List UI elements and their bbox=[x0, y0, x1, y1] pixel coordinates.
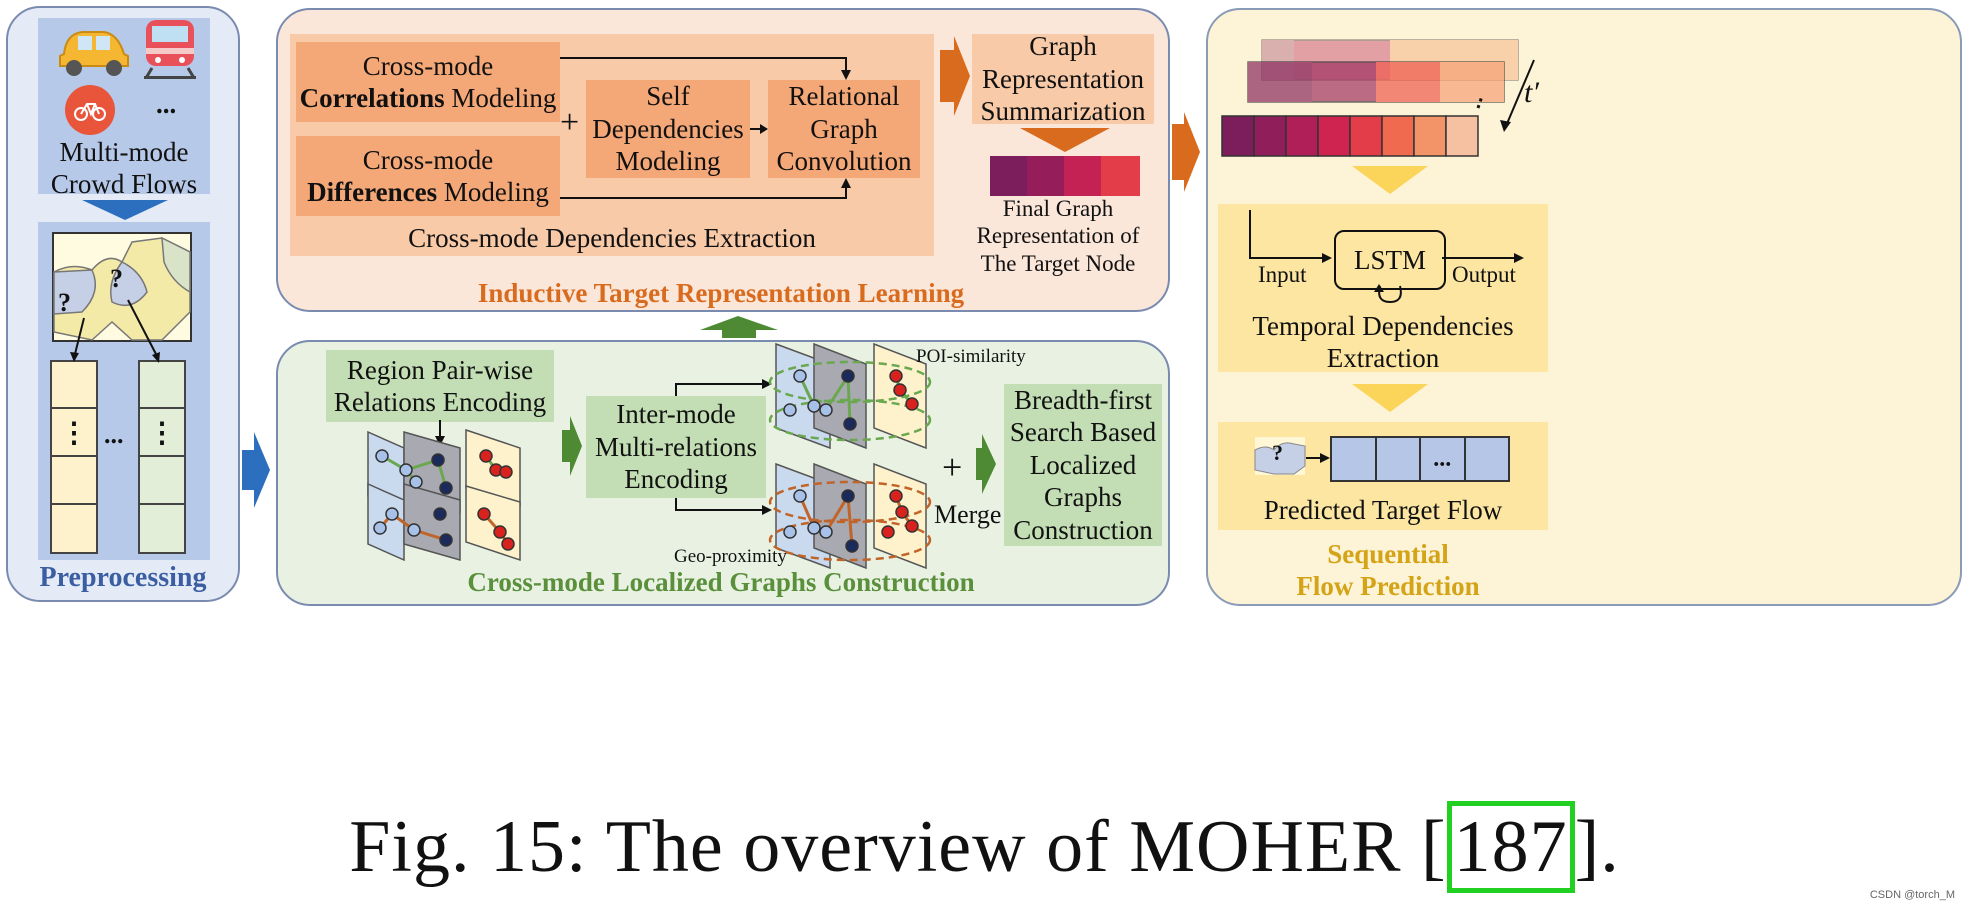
correlations-line1: Cross-mode bbox=[362, 50, 494, 81]
mini-map-icon bbox=[1254, 437, 1306, 475]
column-grid-lines bbox=[50, 299, 184, 505]
down-arrow-icon bbox=[82, 200, 168, 220]
differences-line1: Cross-mode bbox=[362, 144, 494, 175]
flow-cell bbox=[1332, 438, 1377, 480]
merge-plus: + bbox=[942, 447, 963, 487]
correlations-line2: Correlations Modeling bbox=[300, 82, 557, 114]
column-dots-green: ⋮ bbox=[148, 418, 176, 449]
merge-label: Merge bbox=[934, 500, 1002, 529]
correlations-bold: Correlations bbox=[299, 83, 445, 113]
bike-icon bbox=[65, 85, 115, 135]
poi-similarity-label: POI-similarity bbox=[916, 346, 1026, 367]
localized-title: Cross-mode Localized Graphs Construction bbox=[467, 566, 975, 597]
column-dots-yellow: ⋮ bbox=[60, 418, 88, 449]
differences-modeling-box: Cross-mode Differences Modeling bbox=[296, 136, 560, 216]
temporal-label: Temporal Dependencies Extraction bbox=[1252, 310, 1514, 373]
lstm-box: LSTM bbox=[1334, 230, 1446, 290]
map-qmark-1: ? bbox=[110, 264, 123, 293]
relational-graph-box: Relational Graph Convolution bbox=[768, 80, 920, 178]
self-dependencies-box: Self Dependencies Modeling bbox=[586, 80, 750, 178]
flows-dots: ... bbox=[156, 89, 177, 119]
output-label: Output bbox=[1452, 262, 1516, 287]
differences-modeling: Modeling bbox=[443, 177, 549, 207]
car-icon bbox=[59, 31, 129, 76]
correlations-modeling: Modeling bbox=[451, 83, 557, 113]
predicted-flow-cells: ... bbox=[1330, 436, 1510, 482]
caption-text-end: ]. bbox=[1574, 806, 1620, 888]
extraction-label: Cross-mode Dependencies Extraction bbox=[408, 222, 816, 253]
sequential-title-line2: Flow Prediction bbox=[1296, 570, 1480, 601]
figure-caption: Fig. 15: The overview of MOHER [187]. bbox=[0, 801, 1969, 893]
predicted-flow-label: Predicted Target Flow bbox=[1263, 494, 1503, 525]
caption-ref-link[interactable]: 187 bbox=[1446, 801, 1575, 893]
summarization-box: Graph Representation Summarization bbox=[972, 31, 1154, 126]
flow-cell bbox=[1466, 438, 1509, 480]
city-map-icon bbox=[52, 232, 192, 342]
sequential-title-line1: Sequential bbox=[1327, 538, 1449, 569]
train-icon bbox=[144, 20, 196, 79]
bfs-box: Breadth-first Search Based Localized Gra… bbox=[1004, 384, 1162, 546]
pairwise-encoding-box: Region Pair-wise Relations Encoding bbox=[326, 350, 554, 422]
final-representation-label: Final Graph Representation of The Target… bbox=[976, 195, 1140, 276]
inductive-title: Inductive Target Representation Learning bbox=[477, 277, 965, 308]
t-prime-label: t′ bbox=[1524, 76, 1539, 109]
input-label: Input bbox=[1258, 262, 1307, 287]
flow-cell-dots: ... bbox=[1421, 438, 1466, 480]
map-qmark-2: ? bbox=[58, 288, 71, 317]
geo-proximity-label: Geo-proximity bbox=[674, 546, 787, 567]
correlations-modeling-box: Cross-mode Correlations Modeling bbox=[296, 42, 560, 122]
right-arrow-blue-icon bbox=[242, 432, 270, 508]
inter-mode-box: Inter-mode Multi-relations Encoding bbox=[586, 396, 766, 498]
watermark: CSDN @torch_M bbox=[1869, 889, 1955, 901]
caption-text: Fig. 15: The overview of MOHER [ bbox=[349, 806, 1447, 888]
predicted-qmark: ? bbox=[1272, 440, 1283, 465]
differences-bold: Differences bbox=[307, 177, 438, 207]
flow-cell bbox=[1377, 438, 1421, 480]
columns-between-dots: ... bbox=[104, 420, 124, 449]
inductive-plus: + bbox=[560, 104, 580, 141]
multi-mode-flows-label: Multi-mode Crowd Flows bbox=[50, 137, 198, 200]
preprocessing-title: Preprocessing bbox=[39, 562, 207, 593]
final-representation-bar bbox=[990, 156, 1140, 196]
differences-line2: Differences Modeling bbox=[307, 176, 549, 208]
